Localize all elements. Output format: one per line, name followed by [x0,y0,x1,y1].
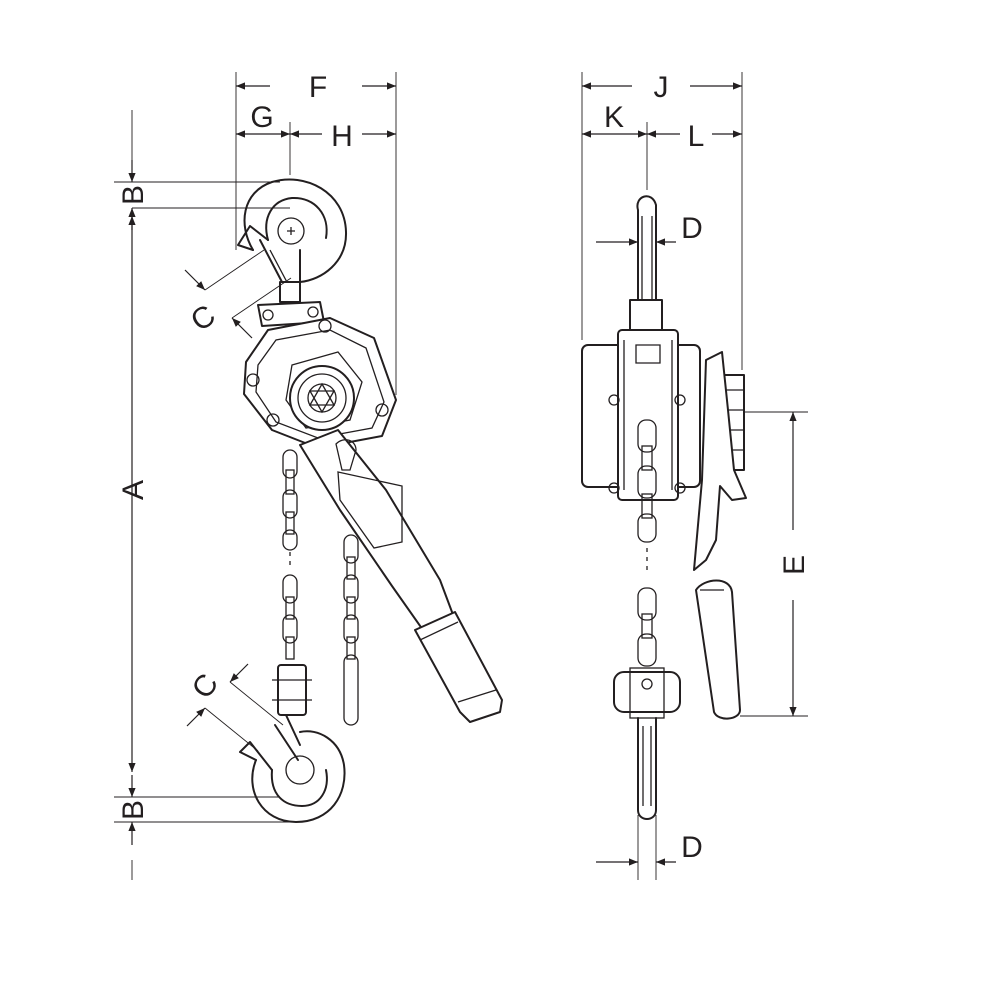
front-view: A B B C [114,71,503,880]
dim-label-l: L [688,120,705,153]
top-bracket [257,301,325,327]
dimension-a: A [117,110,290,880]
dim-label-f: F [309,71,327,104]
side-housing [581,329,701,501]
dim-label-j: J [654,71,669,104]
dimension-b-top: B [114,160,280,230]
side-load-chain [637,419,657,667]
dim-label-d-top: D [681,212,703,245]
dimension-d-bottom: D [596,815,703,880]
dimension-l: L [647,120,742,153]
dimension-d-top: D [596,212,703,250]
dimension-h: H [290,120,396,153]
ratchet-wheel [289,365,355,431]
lever-side [693,351,747,720]
dim-label-d-bottom: D [681,831,703,864]
dimension-k: K [582,101,648,190]
top-hook [237,178,348,303]
dimension-c-bottom: C [186,663,284,752]
dim-label-h: H [331,120,353,153]
top-hook-side [629,195,663,331]
dim-label-a: A [117,480,150,500]
dim-label-g: G [250,101,273,134]
dimension-g: G [236,101,291,175]
bottom-block-side [613,667,681,820]
dim-label-c-bottom: C [186,668,225,705]
side-view: J K L D D [581,71,811,880]
dim-label-k: K [604,101,624,134]
dimension-j: J [581,71,743,370]
bottom-hook [239,664,346,823]
lever-handle [299,429,503,723]
dim-label-e: E [778,555,811,575]
slack-chain [343,534,359,726]
dimension-e: E [740,411,811,717]
dim-label-c-top: C [185,299,222,338]
dim-label-b-bottom: B [117,800,150,820]
dim-label-b-top: B [117,185,150,205]
dimension-f: F [235,71,397,395]
dimension-b-bottom: B [114,775,296,845]
load-chain [282,449,298,660]
